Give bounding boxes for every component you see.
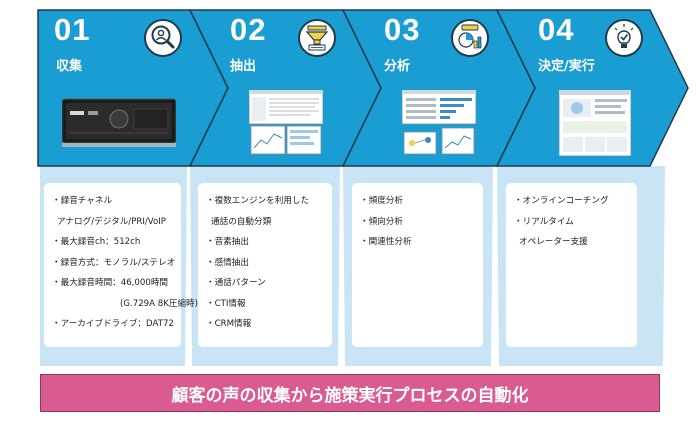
- step-01-list-item: (G.729A 8K圧縮時): [120, 298, 198, 309]
- step-01-label: 収集: [56, 59, 83, 74]
- step-04-list-item: ・オンラインコーチング: [514, 196, 609, 206]
- analytics-chart-icon: [451, 19, 489, 57]
- summary-banner-text: 顧客の声の収集から施策実行プロセスの自動化: [171, 385, 529, 406]
- step-04-list-item: ・リアルタイム: [514, 216, 574, 227]
- summary-banner: 顧客の声の収集から施策実行プロセスの自動化: [40, 374, 660, 412]
- analysis-software-screenshot: [402, 90, 476, 155]
- step-04-number: 04: [538, 12, 575, 47]
- step-01-list-item: ・アーカイブドライブ：DAT72: [52, 319, 174, 329]
- step-04-content-box: ・オンラインコーチング・リアルタイムオペレーター支援: [506, 183, 637, 347]
- step-01-list-item: ・最大録音ch：512ch: [52, 237, 141, 247]
- step-02-label: 抽出: [230, 59, 257, 74]
- step-03-content-box: ・頻度分析・傾向分析・関連性分析: [352, 183, 483, 347]
- step-03-list-item: ・関連性分析: [360, 237, 412, 247]
- coaching-software-screenshot: [559, 90, 631, 156]
- funnel-icon: [298, 19, 336, 57]
- step-01-list-item: ・録音方式：モノラル/ステレオ: [52, 257, 176, 268]
- extraction-software-screenshot: [249, 90, 323, 155]
- step-02-list-item: 通話の自動分類: [211, 216, 272, 227]
- step-02-list-item: ・音素抽出: [206, 237, 249, 247]
- step-03-list-item: ・傾向分析: [360, 216, 403, 227]
- step-02-list-item: ・通話パターン: [206, 278, 266, 288]
- step-03-list-item: ・頻度分析: [360, 196, 403, 206]
- step-01-list-item: アナログ/デジタル/PRI/VoIP: [57, 216, 166, 227]
- step-04-chevron: [495, 9, 689, 167]
- lightbulb-check-icon: [605, 19, 643, 57]
- step-01-list-item: ・録音チャネル: [52, 196, 113, 206]
- step-02-list-item: ・感情抽出: [206, 257, 249, 268]
- step-03-number: 03: [384, 12, 421, 47]
- recorder-hardware-image: [62, 98, 176, 147]
- step-02-list-item: ・複数エンジンを利用した: [206, 196, 310, 206]
- step-02-list-item: ・CRM情報: [206, 319, 252, 329]
- step-03-label: 分析: [384, 59, 411, 74]
- step-02-list-item: ・CTI情報: [206, 298, 246, 309]
- step-04-list-item: オペレーター支援: [519, 237, 588, 247]
- step-01-number: 01: [54, 12, 91, 47]
- step-04-label: 決定/実行: [538, 59, 595, 74]
- step-01-list-item: ・最大録音時間：46,000時間: [52, 278, 169, 288]
- step-02-number: 02: [230, 12, 267, 47]
- search-person-icon: [144, 19, 182, 57]
- step-02-content-box: ・複数エンジンを利用した通話の自動分類・音素抽出・感情抽出・通話パターン・CTI…: [198, 183, 332, 347]
- step-01-content-box: ・録音チャネルアナログ/デジタル/PRI/VoIP ・最大録音ch：512ch ・録…: [44, 183, 198, 347]
